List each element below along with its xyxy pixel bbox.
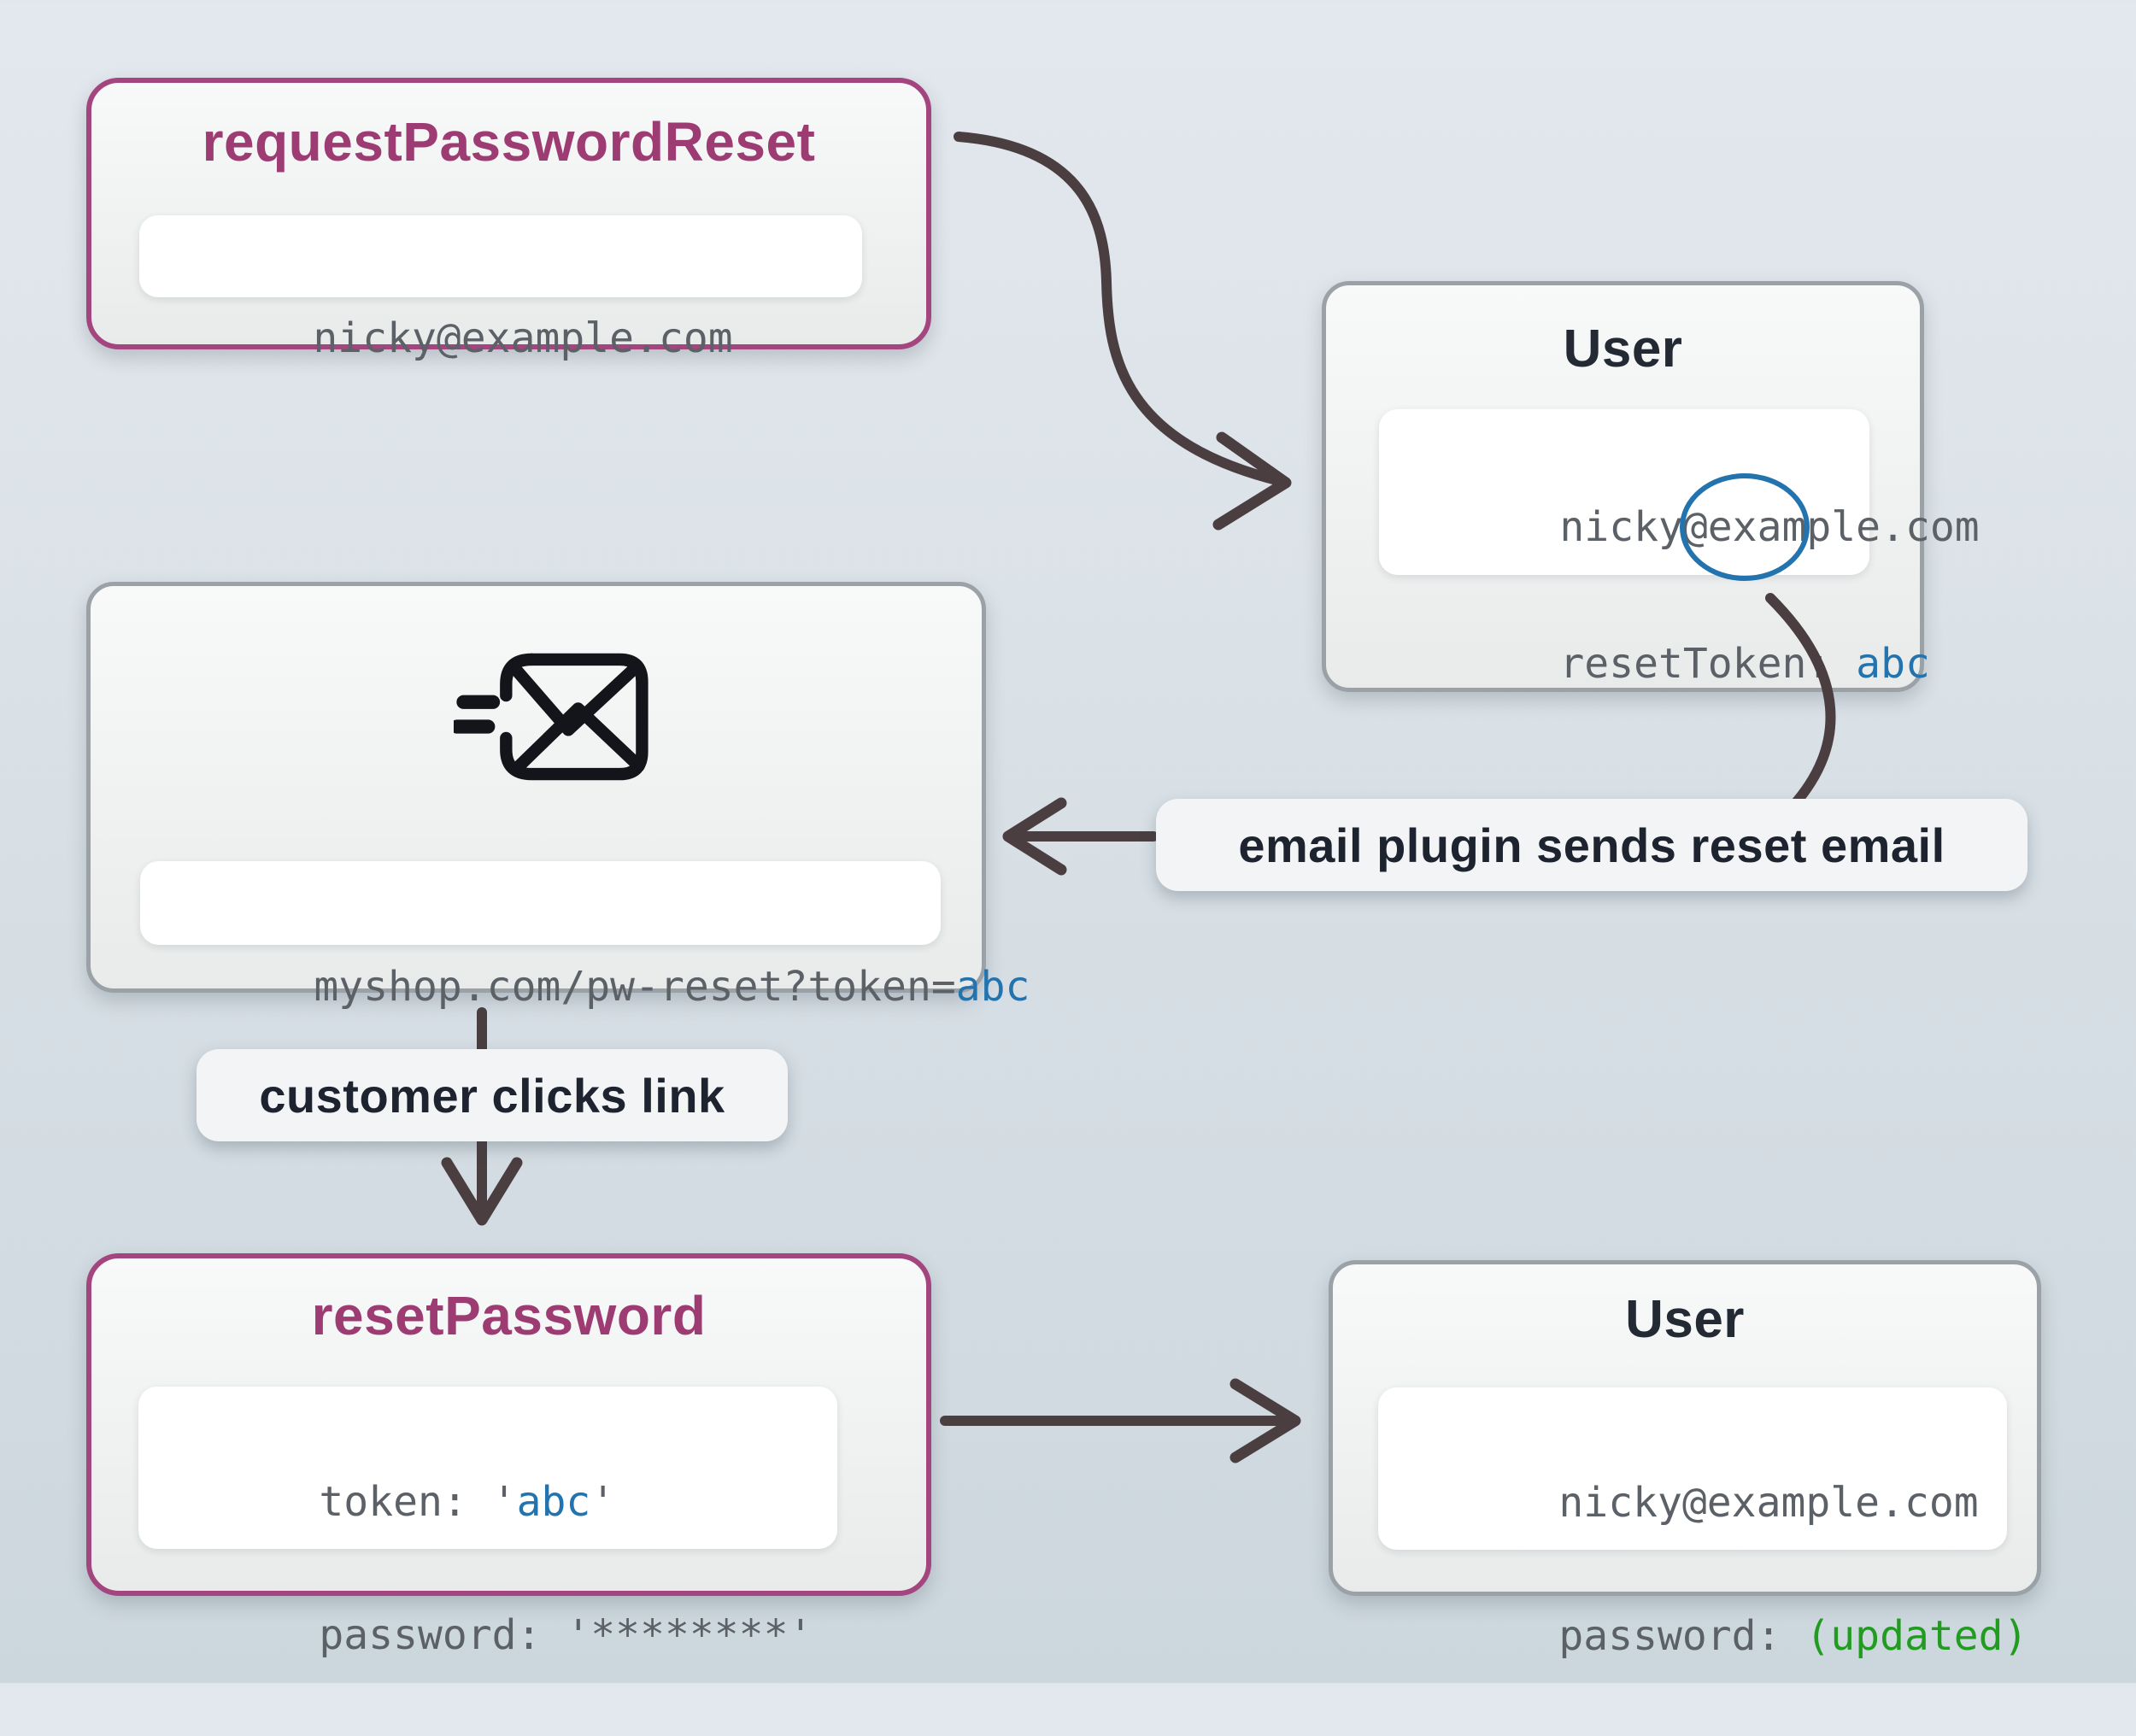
user-record-bottom-node: User nicky@example.com password: (update… xyxy=(1329,1260,2041,1660)
reset-url-value: myshop.com/pw-reset?token=abc xyxy=(140,861,1030,1011)
customer-clicks-label: customer clicks link xyxy=(197,1049,788,1141)
reset-token-value: abc xyxy=(1856,640,1930,688)
token-suffix: ' xyxy=(590,1478,616,1526)
token-prefix: token: ' xyxy=(319,1478,517,1526)
request-password-reset-node: requestPasswordReset nicky@example.com xyxy=(86,78,931,362)
user-bottom-email: nicky@example.com xyxy=(1558,1479,1979,1527)
reset-url-token: abc xyxy=(955,963,1030,1011)
password-updated-value: (updated) xyxy=(1805,1612,2028,1660)
email-text: nicky@example.com xyxy=(313,314,733,362)
password-reset-flow-diagram: requestPasswordReset nicky@example.com U… xyxy=(86,78,2041,1660)
reset-password-title: resetPassword xyxy=(311,1285,707,1346)
arrow-reset-to-user-bottom xyxy=(940,1378,1301,1463)
email-plugin-label: email plugin sends reset email xyxy=(1156,799,2027,891)
reset-url-prefix: myshop.com/pw-reset?token= xyxy=(314,963,956,1011)
user-bottom-title: User xyxy=(1625,1290,1745,1349)
user-top-title: User xyxy=(1563,320,1683,378)
password-label: password: xyxy=(1558,1612,1806,1660)
reset-email-node: myshop.com/pw-reset?token=abc xyxy=(86,582,1030,1011)
password-masked-line: password: '********' xyxy=(319,1611,813,1659)
reset-password-node: resetPassword token: 'abc' password: '**… xyxy=(86,1253,931,1659)
arrow-request-to-user xyxy=(954,132,1292,531)
reset-token-label: resetToken: xyxy=(1559,640,1857,688)
reset-password-fields: token: 'abc' password: '********' xyxy=(138,1387,837,1659)
request-password-reset-title: requestPasswordReset xyxy=(202,111,816,173)
email-plugin-label-text: email plugin sends reset email xyxy=(1238,818,1945,872)
customer-clicks-label-text: customer clicks link xyxy=(259,1068,725,1123)
request-email-value: nicky@example.com xyxy=(139,215,862,362)
user-bottom-fields: nicky@example.com password: (updated) xyxy=(1378,1387,2027,1660)
token-value: abc xyxy=(516,1478,591,1526)
user-record-top-node: User nicky@example.com resetToken: abc xyxy=(1322,281,1980,692)
arrow-label-to-email-box xyxy=(1002,797,1159,876)
mail-send-icon xyxy=(454,653,648,781)
token-highlight-circle xyxy=(1680,473,1810,581)
